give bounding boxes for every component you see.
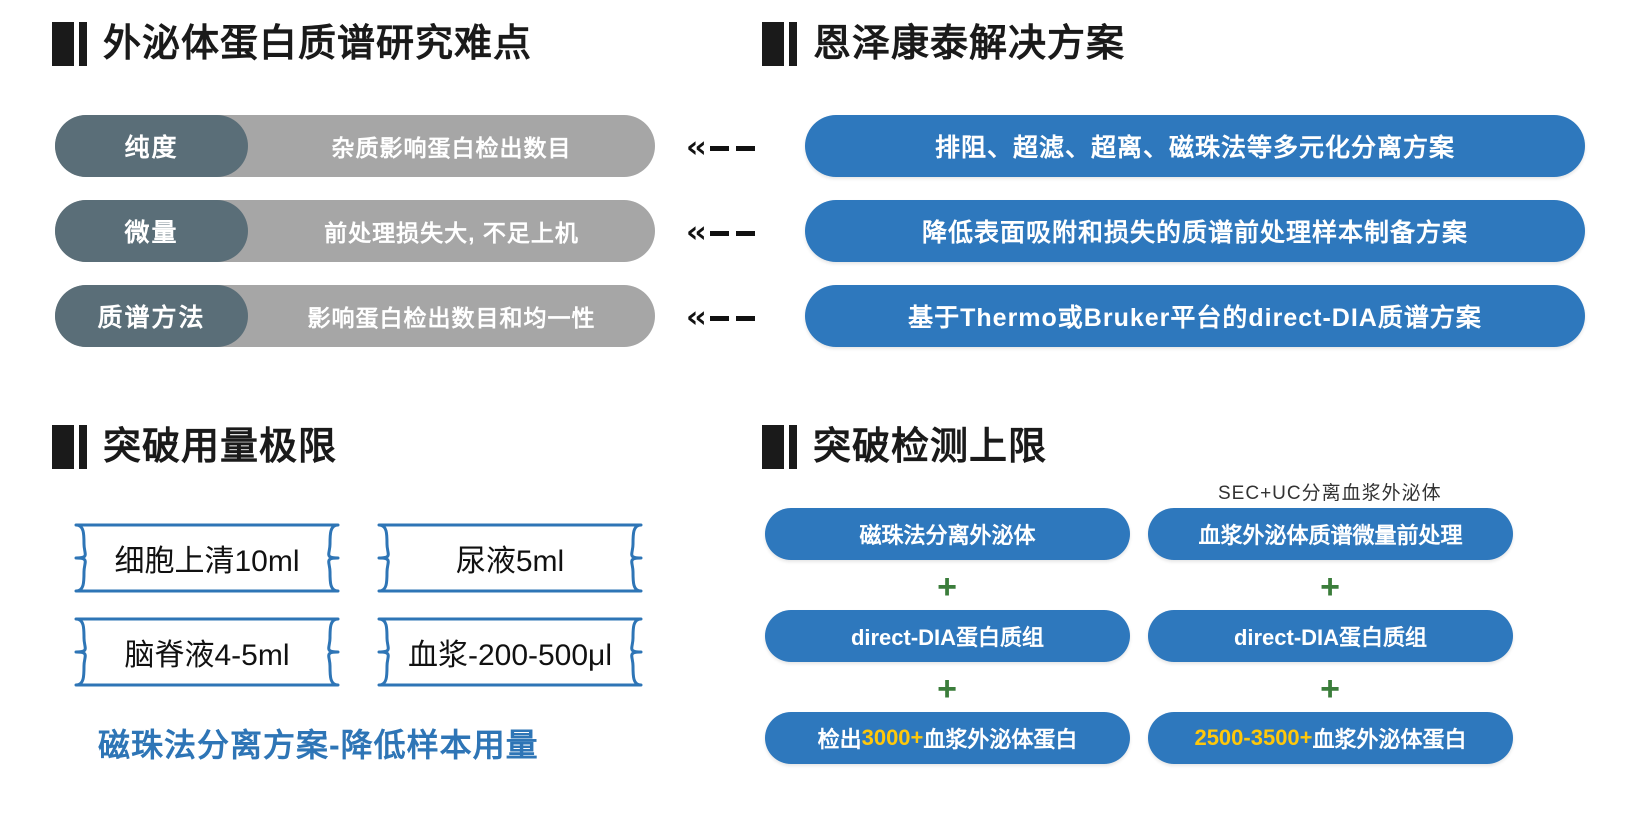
plus-icon: + (1320, 568, 1340, 606)
problem-description: 杂质影响蛋白检出数目 (331, 135, 572, 161)
solution-pill: 基于Thermo或Bruker平台的direct-DIA质谱方案 (805, 285, 1585, 347)
problem-description: 影响蛋白检出数目和均一性 (307, 305, 596, 331)
result-prefix: 检出 (817, 727, 862, 752)
result-highlight: 2500-3500+ (1194, 725, 1313, 750)
bracket-shape-icon (377, 617, 643, 687)
flow-step-pill: direct-DIA蛋白质组 (1148, 610, 1513, 662)
connector-arrow-icon: ‹‹ (686, 218, 755, 248)
problem-bar: 纯度 杂质影响蛋白检出数目 (55, 115, 655, 177)
sample-label: 尿液5ml (455, 545, 565, 578)
sample-box: 血浆-200-500μl (365, 616, 655, 688)
section-title-problems: 外泌体蛋白质谱研究难点 (103, 23, 533, 65)
problem-row: 质谱方法 影响蛋白检出数目和均一性 (55, 285, 655, 347)
heading-bars-icon (762, 425, 797, 469)
sample-box: 细胞上清10ml (62, 522, 352, 594)
heading-bars-icon (52, 425, 87, 469)
section-title-detection: 突破检测上限 (813, 426, 1048, 468)
section-heading-volume: 突破用量极限 (52, 425, 337, 469)
sample-box: 尿液5ml (365, 522, 655, 594)
heading-bars-icon (52, 22, 87, 66)
section-heading-solutions: 恩泽康泰解决方案 (762, 22, 1125, 66)
plus-icon: + (937, 568, 957, 606)
heading-bars-icon (762, 22, 797, 66)
sample-label: 细胞上清10ml (114, 545, 300, 578)
flow-step-pill: 血浆外泌体质谱微量前处理 (1148, 508, 1513, 560)
problem-bar: 微量 前处理损失大, 不足上机 (55, 200, 655, 262)
flow-step-pill: direct-DIA蛋白质组 (765, 610, 1130, 662)
plus-icon: + (937, 670, 957, 708)
sample-box: 脑脊液4-5ml (62, 616, 352, 688)
flow-step-pill: 磁珠法分离外泌体 (765, 508, 1130, 560)
solution-pill: 排阻、超滤、超离、磁珠法等多元化分离方案 (805, 115, 1585, 177)
volume-caption: 磁珠法分离方案-降低样本用量 (98, 727, 539, 763)
bracket-shape-icon (377, 523, 643, 593)
problem-row: 微量 前处理损失大, 不足上机 (55, 200, 655, 262)
solution-pill: 降低表面吸附和损失的质谱前处理样本制备方案 (805, 200, 1585, 262)
detection-note: SEC+UC分离血浆外泌体 (1218, 483, 1442, 504)
connector-arrow-icon: ‹‹ (686, 303, 755, 333)
problem-label: 微量 (55, 200, 248, 262)
result-highlight: 3000+ (861, 725, 924, 750)
connector-arrow-icon: ‹‹ (686, 133, 755, 163)
result-suffix: 血浆外泌体蛋白 (923, 727, 1078, 752)
sample-label: 血浆-200-500μl (407, 639, 613, 672)
bracket-shape-icon (74, 617, 340, 687)
problem-label: 质谱方法 (55, 285, 248, 347)
problem-label: 纯度 (55, 115, 248, 177)
plus-icon: + (1320, 670, 1340, 708)
bracket-shape-icon (74, 523, 340, 593)
section-title-volume: 突破用量极限 (103, 426, 338, 468)
sample-label: 脑脊液4-5ml (124, 639, 290, 672)
result-suffix: 血浆外泌体蛋白 (1312, 727, 1467, 752)
flow-result-pill: 2500-3500+血浆外泌体蛋白 (1148, 712, 1513, 764)
section-title-solutions: 恩泽康泰解决方案 (813, 23, 1126, 65)
section-heading-problems: 外泌体蛋白质谱研究难点 (52, 22, 532, 66)
problem-bar: 质谱方法 影响蛋白检出数目和均一性 (55, 285, 655, 347)
problem-description: 前处理损失大, 不足上机 (324, 220, 579, 246)
section-heading-detection: 突破检测上限 (762, 425, 1047, 469)
problem-row: 纯度 杂质影响蛋白检出数目 (55, 115, 655, 177)
